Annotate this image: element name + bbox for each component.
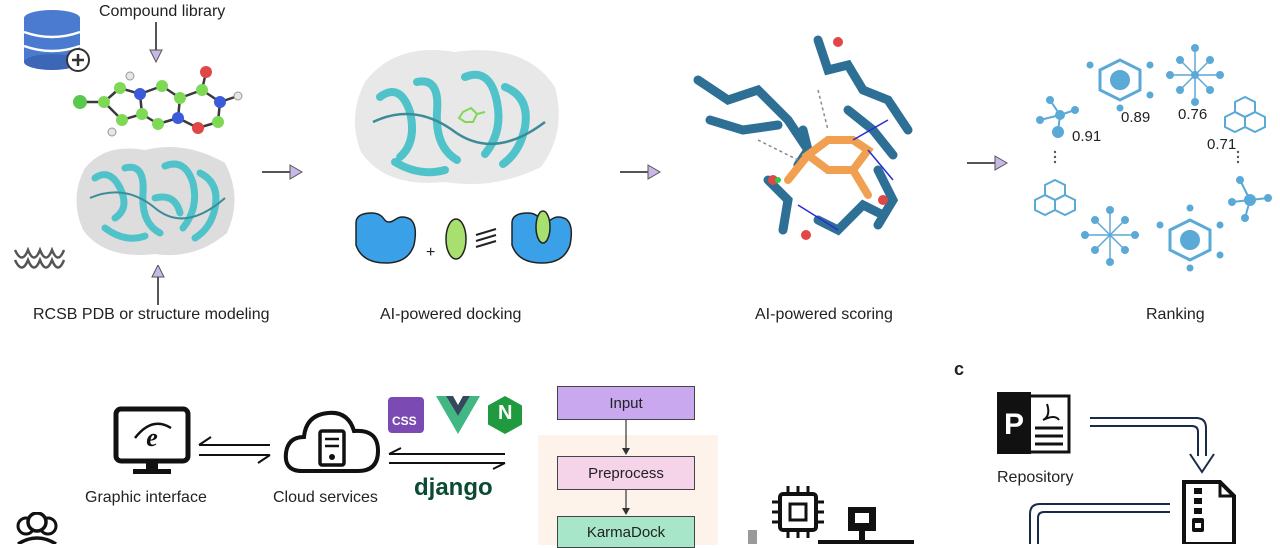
css-badge [388,397,424,433]
flow-arrow-icon [622,490,630,515]
compound-library-label: Compound library [99,3,226,20]
divider-bar [748,530,757,544]
ranking-score: 0.89 [1121,109,1151,126]
scoring-stick-model [693,35,913,240]
svg-text:+: + [426,244,435,261]
ranking-score: 0.76 [1178,106,1208,123]
flow-step-karmadock: KarmaDock [557,516,695,548]
source-label: RCSB PDB or structure modeling [33,306,270,323]
database-plus-icon [23,10,90,72]
ranking-score: 0.91 [1072,128,1102,145]
flow-step-preprocess: Preprocess [557,456,695,490]
right-arrow-icon [967,155,1008,171]
exchange-arrows-icon [388,447,506,470]
dna-icon [13,246,66,269]
django-logo-text: django [414,474,493,501]
vue-logo-icon [436,396,480,434]
docking-pictogram: + [355,210,573,264]
flow-arrow-icon [622,420,630,455]
graphic-interface-label: Graphic interface [85,489,207,506]
scoring-label: AI-powered scoring [755,306,893,323]
svg-text:e: e [146,423,158,452]
protein-structure [76,146,235,256]
cloud-server-icon [283,410,381,473]
exchange-arrows-icon [198,436,271,464]
panel-letter-c: c [954,359,965,379]
network-icon [818,507,914,544]
css-badge-label: CSS [392,414,417,428]
ligand-molecule [73,66,243,137]
svg-text:P: P [1004,408,1024,441]
monitor-browser-icon: e [113,406,191,474]
down-arrow-icon [149,22,163,64]
right-arrow-icon [262,164,303,180]
pdf-document-icon: P [997,392,1071,454]
up-arrow-icon [151,265,165,305]
ranking-label: Ranking [1146,306,1205,323]
ranking-molecules [1034,44,1272,272]
flow-arrow-right-down-icon [1090,417,1215,474]
cpu-chip-icon [772,486,824,538]
docking-label: AI-powered docking [380,306,522,323]
nginx-badge-label: N [498,402,513,424]
flow-arrow-left-down-icon [1029,503,1170,544]
repository-label: Repository [997,469,1074,486]
users-icon [16,512,58,544]
nginx-logo-icon [488,396,522,434]
cloud-services-label: Cloud services [273,489,378,506]
docked-protein [354,50,559,185]
flow-step-input: Input [557,386,695,420]
zip-file-icon [1182,480,1236,544]
ranking-score: 0.71 [1207,136,1237,153]
right-arrow-icon [620,164,661,180]
